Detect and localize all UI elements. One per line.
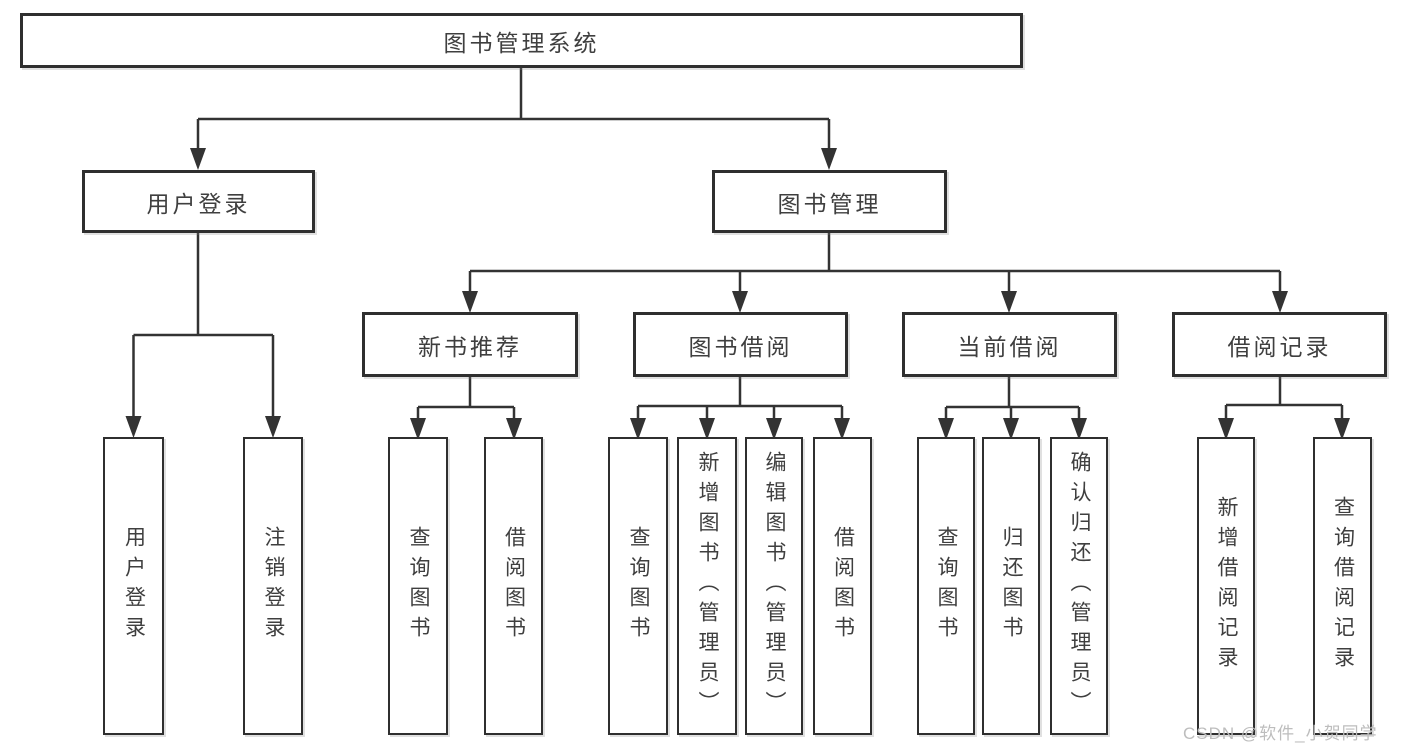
leaf-query-books-borrow: 查询图书 <box>608 437 668 735</box>
node-new-book-recommendation: 新书推荐 <box>362 312 578 377</box>
leaf-borrow-books-recommend: 借阅图书 <box>484 437 543 735</box>
leaf-query-books-recommend: 查询图书 <box>388 437 448 735</box>
node-book-management: 图书管理 <box>712 170 947 233</box>
leaf-borrow-books: 借阅图书 <box>813 437 872 735</box>
leaf-confirm-return-admin: 确认归还（管理员） <box>1050 437 1108 735</box>
node-current-borrowing: 当前借阅 <box>902 312 1117 377</box>
node-book-borrowing: 图书借阅 <box>633 312 848 377</box>
leaf-edit-books-admin: 编辑图书（管理员） <box>745 437 803 735</box>
node-library-management-system: 图书管理系统 <box>20 13 1023 68</box>
leaf-user-login: 用户登录 <box>103 437 164 735</box>
leaf-add-books-admin: 新增图书（管理员） <box>677 437 737 735</box>
node-user-login: 用户登录 <box>82 170 315 233</box>
leaf-query-borrow-record: 查询借阅记录 <box>1313 437 1372 735</box>
node-borrowing-records: 借阅记录 <box>1172 312 1387 377</box>
leaf-query-books-current: 查询图书 <box>917 437 975 735</box>
leaf-return-books: 归还图书 <box>982 437 1040 735</box>
leaf-logout: 注销登录 <box>243 437 303 735</box>
leaf-add-borrow-record: 新增借阅记录 <box>1197 437 1255 735</box>
watermark-text: CSDN @软件_小贺同学 <box>1183 724 1378 743</box>
